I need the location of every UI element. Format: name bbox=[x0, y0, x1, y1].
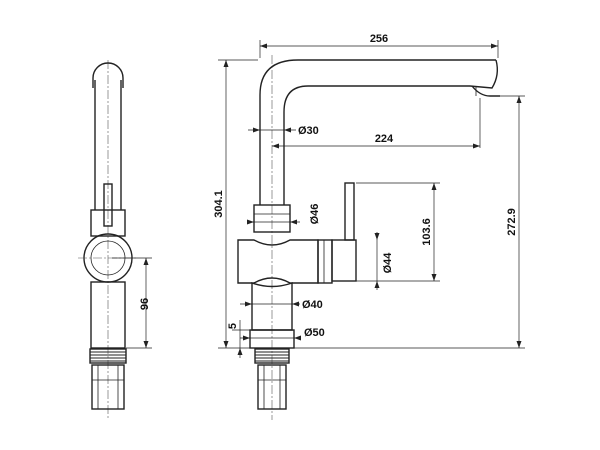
dim-total-height: 304.1 bbox=[213, 190, 225, 218]
dim-base-diameter-lower: Ø50 bbox=[304, 327, 325, 339]
dim-base-height: 5 bbox=[227, 323, 239, 329]
dim-side-handle-height: 96 bbox=[139, 298, 151, 310]
dim-handle-diameter: Ø44 bbox=[382, 252, 394, 274]
front-view bbox=[218, 40, 525, 420]
dim-spout-reach: 224 bbox=[375, 133, 394, 145]
dim-base-diameter-upper: Ø40 bbox=[302, 299, 323, 311]
dim-total-reach: 256 bbox=[370, 33, 388, 45]
dim-spout-height: 272.9 bbox=[506, 208, 518, 236]
side-view bbox=[78, 60, 152, 420]
dim-handle-height: 103.6 bbox=[421, 218, 433, 246]
dim-spout-diameter: Ø30 bbox=[298, 125, 319, 137]
dim-body-diameter: Ø46 bbox=[309, 204, 321, 225]
